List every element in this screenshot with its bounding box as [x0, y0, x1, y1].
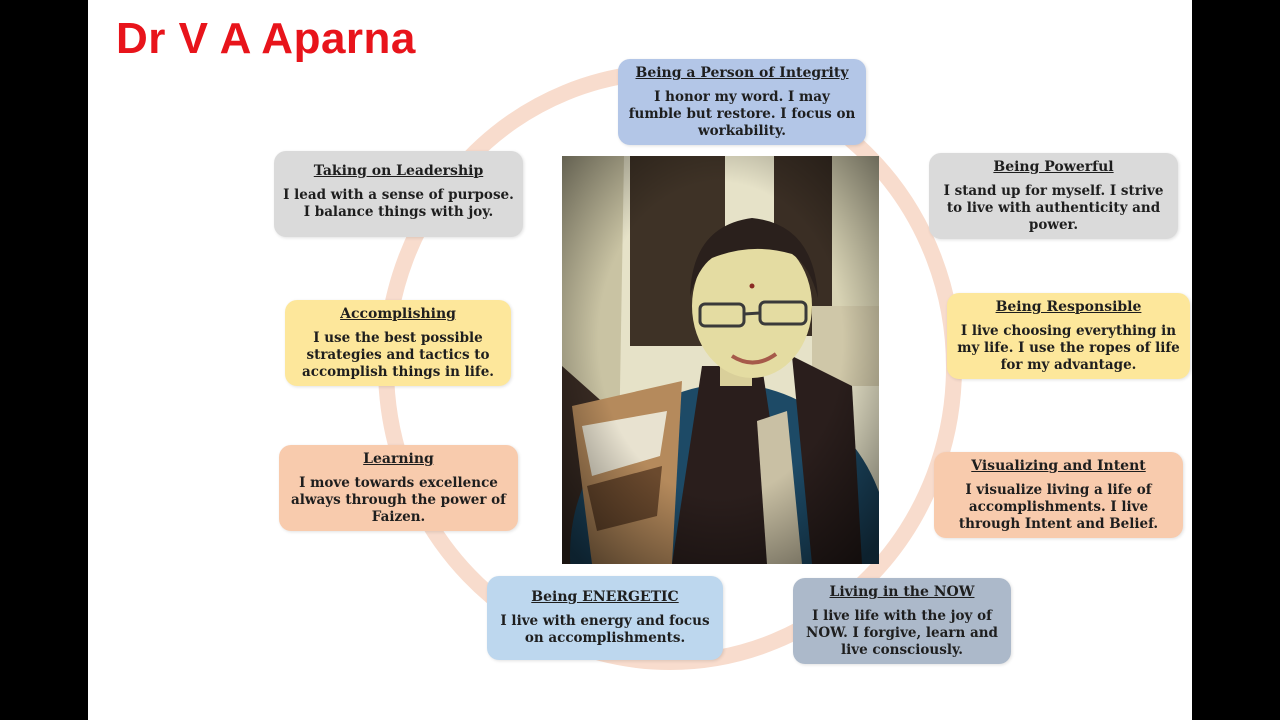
card-heading: Taking on Leadership — [313, 163, 484, 179]
card-heading: Learning — [363, 451, 434, 467]
card-body: I live with energy and focus on accompli… — [500, 613, 710, 646]
card-body: I lead with a sense of purpose. I balanc… — [283, 187, 514, 220]
card-responsible: Being Responsible I live choosing everyt… — [947, 293, 1190, 379]
page-title: Dr V A Aparna — [116, 14, 416, 63]
card-body: I move towards excellence always through… — [291, 475, 506, 525]
card-accomplishing: Accomplishing I use the best possible st… — [285, 300, 511, 386]
card-heading: Visualizing and Intent — [971, 458, 1146, 474]
card-living-in-the-now: Living in the NOW I live life with the j… — [793, 578, 1011, 664]
card-heading: Being Responsible — [995, 299, 1142, 315]
card-heading: Accomplishing — [340, 306, 456, 322]
card-integrity: Being a Person of Integrity I honor my w… — [618, 59, 866, 145]
card-heading: Being Powerful — [993, 159, 1114, 175]
card-being-energetic: Being ENERGETIC I live with energy and f… — [487, 576, 723, 660]
card-learning: Learning I move towards excellence alway… — [279, 445, 518, 531]
card-body: I live life with the joy of NOW. I forgi… — [806, 608, 998, 658]
card-heading: Living in the NOW — [829, 584, 975, 600]
card-heading: Being a Person of Integrity — [635, 65, 849, 81]
card-heading: Being ENERGETIC — [531, 589, 679, 605]
slide: Dr V A Aparna — [88, 0, 1192, 720]
card-body: I use the best possible strategies and t… — [301, 330, 495, 380]
card-visualizing-and-intent: Visualizing and Intent I visualize livin… — [934, 452, 1183, 538]
card-powerful: Being Powerful I stand up for myself. I … — [929, 153, 1178, 239]
portrait-photo-icon — [562, 156, 879, 564]
card-body: I stand up for myself. I strive to live … — [943, 183, 1164, 233]
card-taking-on-leadership: Taking on Leadership I lead with a sense… — [274, 151, 523, 237]
card-body: I honor my word. I may fumble but restor… — [628, 89, 856, 139]
profile-photo — [562, 156, 879, 564]
card-body: I live choosing everything in my life. I… — [957, 323, 1180, 373]
card-body: I visualize living a life of accomplishm… — [958, 482, 1159, 532]
